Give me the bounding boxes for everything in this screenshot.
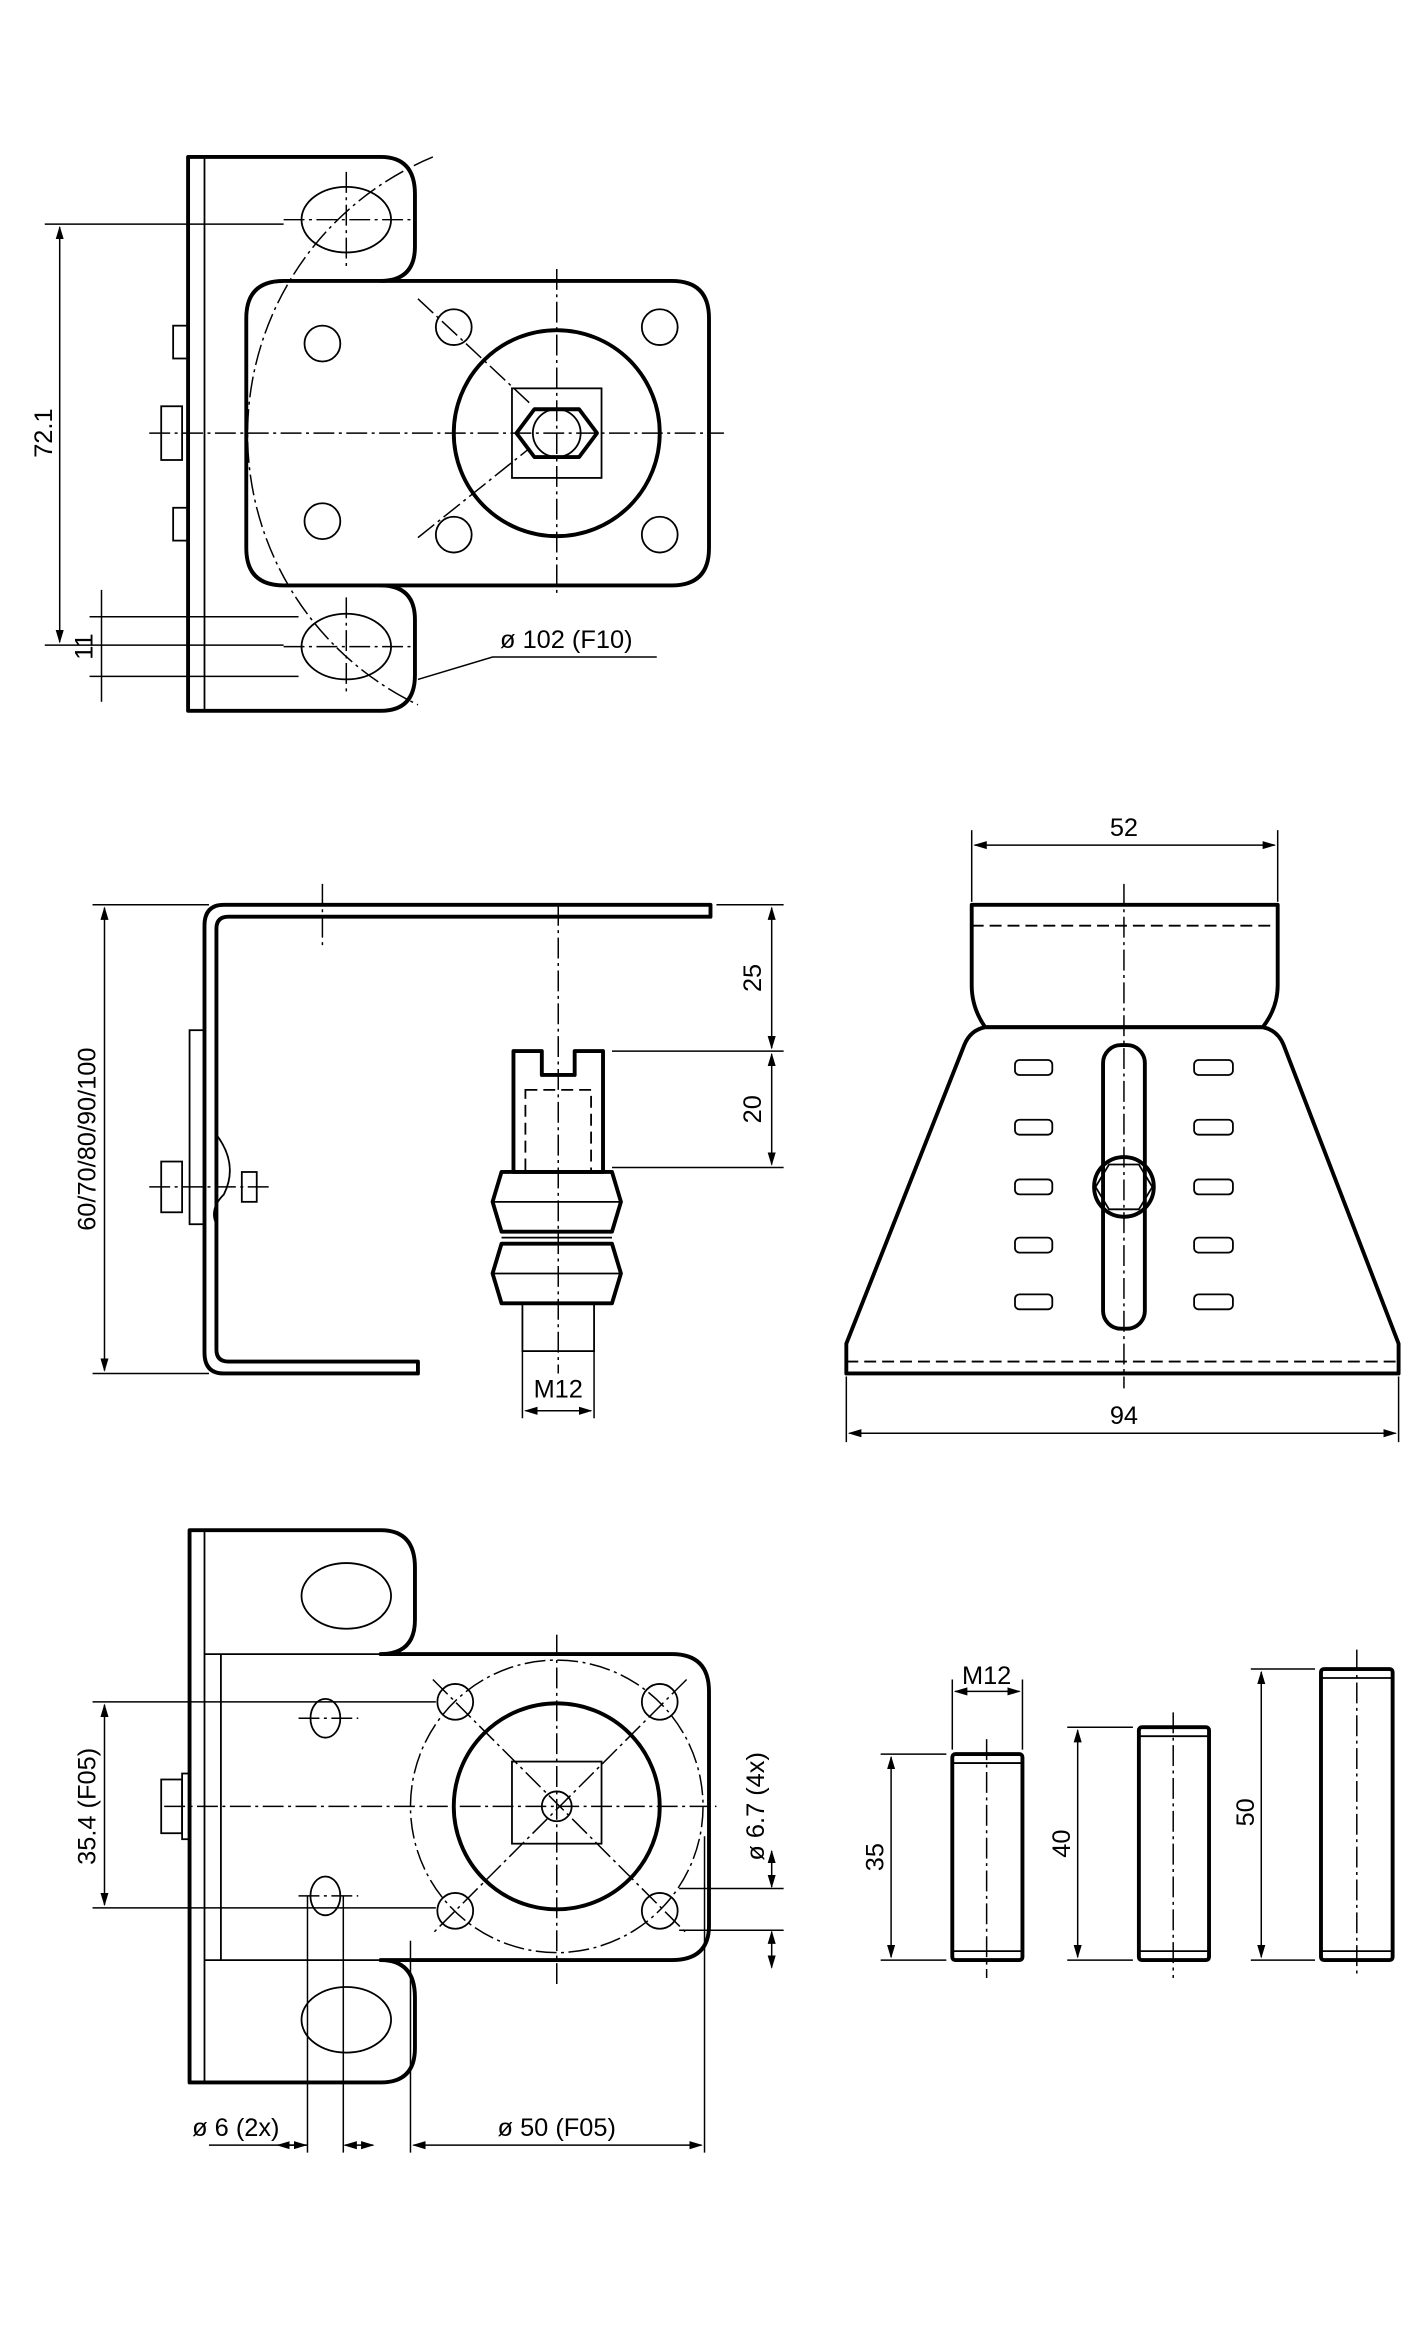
dim-hole-label: ø 6.7 (4x) <box>742 1752 770 1861</box>
side-view: 60/70/80/90/100 25 20 M12 <box>74 883 784 1419</box>
dim-thread-label: M12 <box>534 1375 583 1403</box>
dim-stud-label: 20 <box>739 1095 767 1123</box>
dim-height-label: 72.1 <box>30 408 58 457</box>
dim-small-hole-label: ø 6 (2x) <box>192 2114 279 2142</box>
dim-spacing-label: 35.4 (F05) <box>74 1748 102 1865</box>
pin-length-35: 35 <box>862 1843 890 1871</box>
threaded-pins: 35 M12 40 50 <box>862 1649 1395 1979</box>
bottom-view: 35.4 (F05) ø 6.7 (4x) ø 6 (2x) ø 50 (F05… <box>74 1528 784 2153</box>
pin-50: 50 <box>1232 1649 1395 1979</box>
top-view: 72.1 11 ø 102 (F10) <box>30 155 724 713</box>
dim-slot-label: 11 <box>71 633 99 659</box>
front-view: 52 94 <box>844 814 1401 1443</box>
pin-length-50: 50 <box>1232 1798 1260 1826</box>
dim-bottom-width-label: 94 <box>1110 1402 1138 1430</box>
slot-rows <box>1014 1059 1234 1311</box>
dim-heights-label: 60/70/80/90/100 <box>74 1047 102 1230</box>
pin-40: 40 <box>1048 1712 1211 1979</box>
pin-35: 35 M12 <box>862 1662 1025 1979</box>
pin-thread-label: M12 <box>962 1662 1011 1690</box>
dim-circle-label: ø 102 (F10) <box>500 626 632 654</box>
dim-top-label: 25 <box>739 964 767 992</box>
dim-circle-label: ø 50 (F05) <box>498 2114 616 2142</box>
pin-length-40: 40 <box>1048 1830 1076 1858</box>
dim-top-width-label: 52 <box>1110 814 1138 842</box>
